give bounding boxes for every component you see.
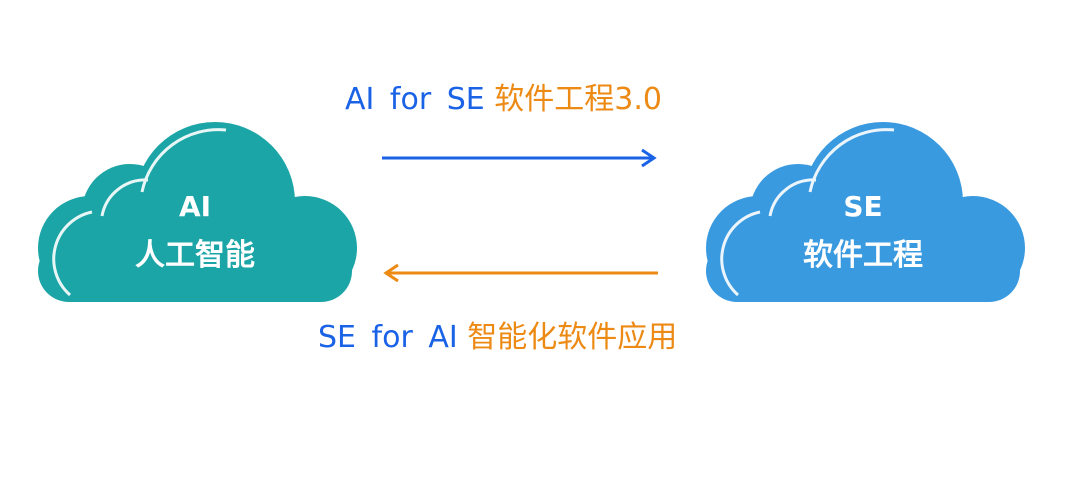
se-cloud: SE 软件工程: [698, 120, 1028, 310]
cloud-icon: [38, 122, 357, 302]
ai-for-se-label: AI for SE: [345, 82, 485, 117]
se-for-ai-label: SE for AI: [318, 320, 458, 355]
right-arrow-icon: [382, 148, 657, 168]
ai-cloud-subtitle: 人工智能: [135, 238, 255, 273]
se-cloud-title: SE: [843, 190, 883, 223]
intelligent-software-apps-label: 智能化软件应用: [467, 320, 678, 355]
se-for-ai-caption: SE for AI 智能化软件应用: [318, 312, 677, 356]
ai-cloud: AI 人工智能: [30, 120, 360, 310]
left-arrow-icon: [383, 263, 658, 283]
cloud-icon: [706, 122, 1025, 302]
ai-for-se-caption: AI for SE 软件工程3.0: [345, 74, 662, 118]
ai-cloud-title: AI: [178, 190, 212, 223]
software-engineering-3-label: 软件工程3.0: [494, 82, 662, 117]
se-cloud-subtitle: 软件工程: [803, 238, 923, 273]
